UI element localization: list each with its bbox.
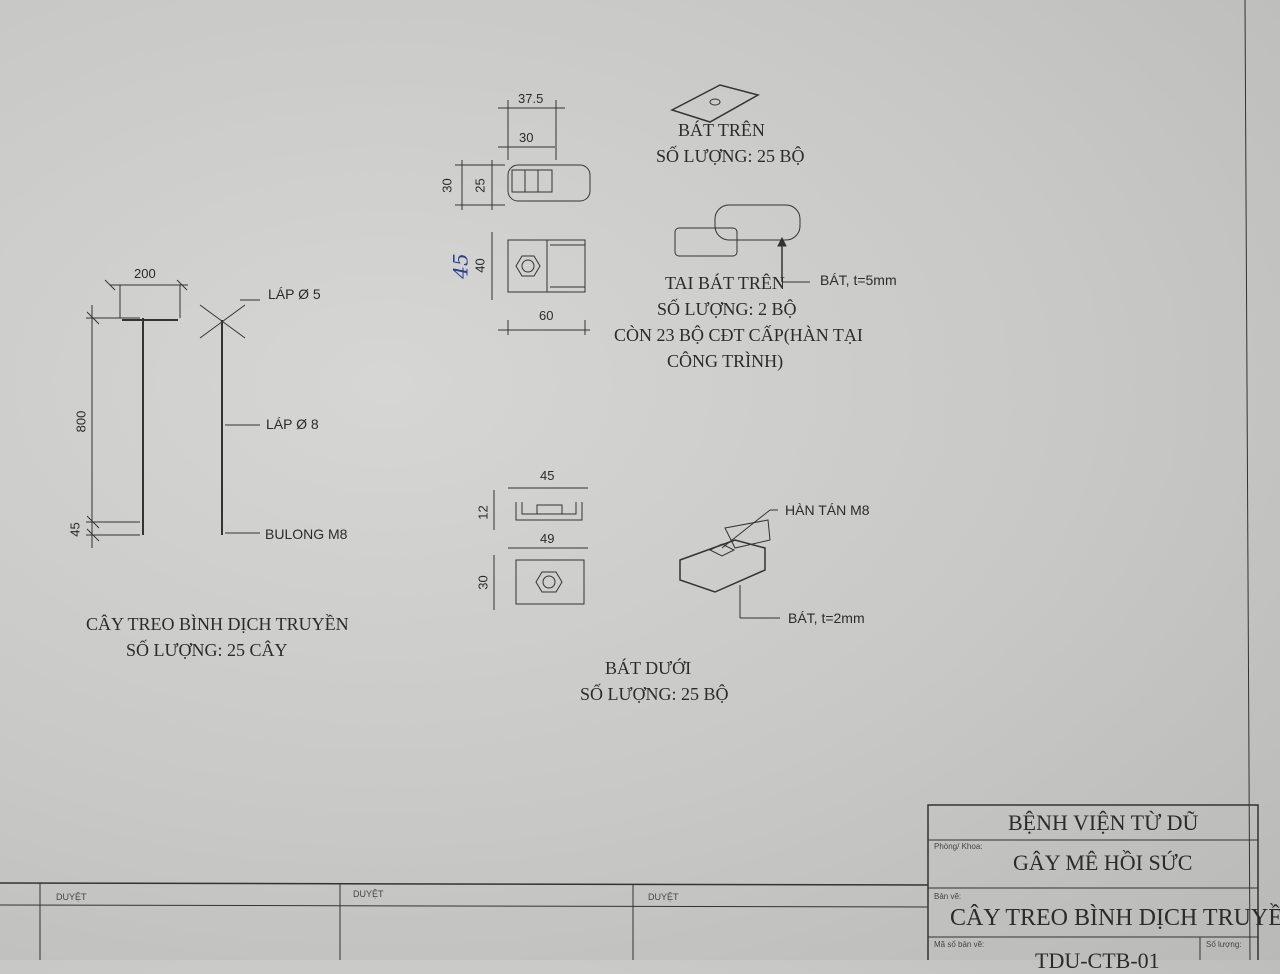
dim: 45 (540, 468, 555, 483)
drawing-title: CÂY TREO BÌNH DỊCH TRUYỀN (950, 905, 1280, 931)
dim: 30 (475, 575, 491, 590)
dept-label: Phòng/ Khoa: (934, 842, 983, 851)
hanger-qty: SỐ LƯỢNG: 25 CÂY (126, 640, 288, 660)
approval-label: DUYỆT (648, 892, 679, 902)
org-name: BỆNH VIỆN TỪ DŨ (1008, 810, 1199, 835)
dim: 25 (472, 178, 488, 193)
dim-height: 800 (73, 410, 89, 433)
callout-nut: HÀN TÁN M8 (785, 502, 870, 518)
lower-bracket-title: BÁT DƯỚI (605, 658, 692, 678)
dept-name: GÂY MÊ HỒI SỨC (1013, 850, 1193, 875)
label-bolt: BULONG M8 (265, 526, 348, 542)
upper-ear-note: CÔNG TRÌNH) (667, 351, 784, 371)
dim: 37.5 (518, 91, 544, 106)
upper-ear-title: TAI BÁT TRÊN (665, 273, 785, 293)
label-rod-8: LÁP Ø 8 (266, 416, 319, 432)
upper-bracket-qty: SỐ LƯỢNG: 25 BỘ (656, 146, 805, 166)
handwritten-note: 45 (448, 253, 473, 279)
dim-width: 200 (134, 266, 156, 281)
code-label: Mã số bản vẽ: (934, 940, 985, 949)
approval-label: DUYỆT (56, 892, 87, 902)
dim: 12 (475, 505, 491, 520)
dim: 30 (439, 178, 455, 193)
dim: 60 (539, 308, 554, 323)
hanger-title: CÂY TREO BÌNH DỊCH TRUYỀN (86, 614, 349, 634)
approval-label: DUYỆT (353, 889, 384, 899)
lower-bracket-drawing (493, 487, 780, 619)
upper-bracket-drawing (455, 84, 810, 335)
dim-bottom: 45 (67, 522, 83, 537)
drawing-code: TDU-CTB-01 (1035, 948, 1160, 973)
dim: 49 (540, 531, 555, 546)
upper-bracket-title: BÁT TRÊN (678, 120, 765, 140)
dim: 40 (472, 258, 488, 273)
lower-bracket-qty: SỐ LƯỢNG: 25 BỘ (580, 684, 729, 704)
hanger-drawing (86, 279, 260, 548)
dim: 30 (519, 130, 534, 145)
label-rod-5: LÁP Ø 5 (268, 286, 321, 302)
drawing-label: Bản vẽ: (934, 892, 962, 901)
title-block-lines (0, 0, 1259, 960)
qty-label: Số lượng: (1206, 940, 1242, 949)
upper-ear-qty: SỐ LƯỢNG: 2 BỘ (657, 299, 797, 319)
upper-ear-note: CÒN 23 BỘ CĐT CẤP(HÀN TẠI (614, 325, 863, 345)
callout-plate-5mm: BÁT, t=5mm (820, 272, 897, 288)
callout-plate-2mm: BÁT, t=2mm (788, 610, 865, 626)
